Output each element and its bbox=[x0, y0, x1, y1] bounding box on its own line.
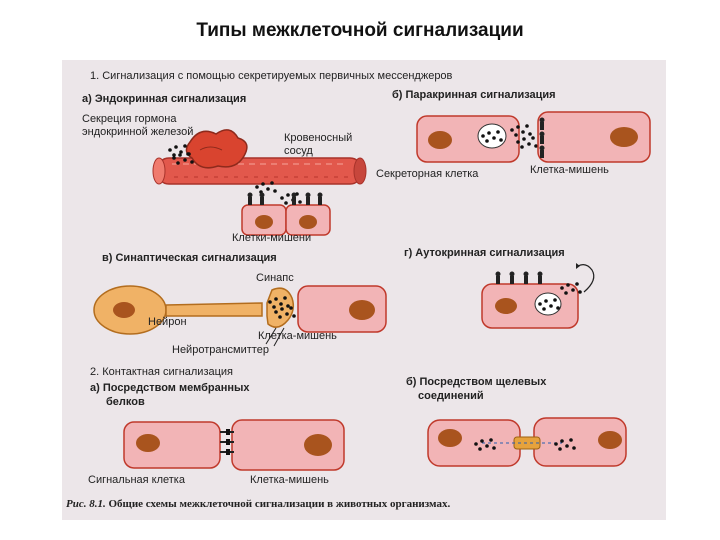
label-neurotransmitter: Нейротрансмиттер bbox=[172, 344, 269, 356]
label-endocrine: а) Эндокринная сигнализация bbox=[82, 93, 247, 105]
figure-caption-text: Общие схемы межклеточной сигнализации в … bbox=[108, 498, 451, 510]
label-signal-cell: Сигнальная клетка bbox=[88, 474, 185, 486]
label-blood-vessel-2: сосуд bbox=[284, 145, 313, 157]
label-target-cells: Клетки-мишени bbox=[232, 232, 312, 244]
paracrine-cells bbox=[416, 111, 651, 163]
autocrine-cell bbox=[481, 263, 595, 329]
label-synapse: Синапс bbox=[256, 272, 294, 284]
label-endocrine-gland: эндокринной железой bbox=[82, 126, 194, 138]
label-synaptic: в) Синаптическая сигнализация bbox=[102, 252, 277, 264]
figure-number: Рис. 8.1. bbox=[66, 498, 106, 510]
page-title: Типы межклеточной сигнализации bbox=[196, 20, 524, 41]
figure-caption: Рис. 8.1. Общие схемы межклеточной сигна… bbox=[66, 498, 450, 510]
label-membrane-proteins-1: а) Посредством мембранных bbox=[90, 382, 250, 394]
gap-junction-cells bbox=[427, 417, 627, 467]
label-target-cell-synaptic: Клетка-мишень bbox=[258, 330, 337, 342]
label-contact-signaling: 2. Контактная сигнализация bbox=[90, 366, 234, 378]
endocrine-gland bbox=[168, 129, 248, 169]
diagram-drawing bbox=[93, 111, 651, 471]
neuron bbox=[93, 285, 296, 335]
label-hormone-secretion: Секреция гормона bbox=[82, 113, 177, 125]
blood-vessel bbox=[152, 157, 367, 185]
label-autocrine: г) Аутокринная сигнализация bbox=[404, 247, 565, 259]
label-gap-junctions-2: соединений bbox=[418, 390, 484, 402]
scanned-figure: 1. Сигнализация с помощью секретируемых … bbox=[62, 60, 666, 520]
label-gap-junctions-1: б) Посредством щелевых bbox=[406, 376, 547, 388]
label-target-cell-paracrine: Клетка-мишень bbox=[530, 164, 609, 176]
label-secreted-signaling: 1. Сигнализация с помощью секретируемых … bbox=[90, 70, 453, 82]
synaptic-target-cell bbox=[265, 285, 387, 347]
contact-membrane-cells bbox=[123, 419, 345, 471]
label-secretory-cell: Секреторная клетка bbox=[376, 168, 479, 180]
label-target-cell-contact: Клетка-мишень bbox=[250, 474, 329, 486]
label-blood-vessel-1: Кровеносный bbox=[284, 132, 353, 144]
label-membrane-proteins-2: белков bbox=[106, 396, 145, 408]
label-paracrine: б) Паракринная сигнализация bbox=[392, 89, 556, 101]
label-neuron: Нейрон bbox=[148, 316, 187, 328]
target-cells-endocrine bbox=[241, 192, 331, 236]
